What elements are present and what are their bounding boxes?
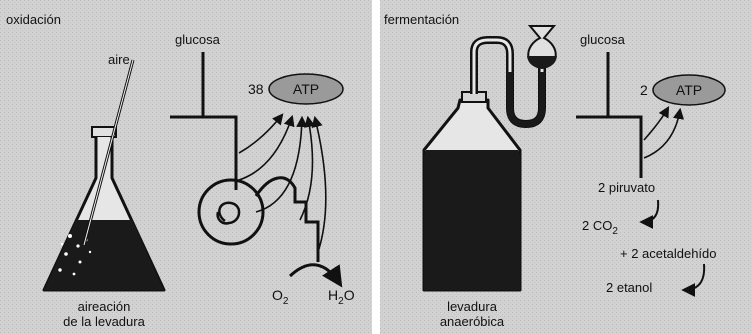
- ethanol-label: 2 etanol: [606, 280, 652, 295]
- bottle-liquid: [424, 150, 520, 290]
- water-label: H2O: [328, 287, 355, 307]
- fermentation-heading: fermentación: [384, 12, 459, 27]
- pyruvate-to-co2-arrow: [639, 199, 660, 229]
- atp-oval-right: [652, 74, 726, 106]
- atp-oval-left: [268, 73, 344, 105]
- glucose-label-right: glucosa: [580, 32, 626, 47]
- acetaldehyde-to-ethanol-arrow: [681, 263, 706, 297]
- atp-label-left: ATP: [293, 81, 319, 97]
- air-bubbles: [58, 234, 92, 276]
- airlock-liquid: [507, 72, 545, 128]
- fermentation-bottle: [422, 91, 522, 292]
- oxygen-label: O2: [272, 287, 289, 307]
- krebs-cycle: [197, 178, 265, 246]
- bottle-caption-line1: levadura: [447, 299, 498, 314]
- co2-label: 2 CO2: [582, 218, 618, 237]
- atp-arrows-right: [643, 106, 685, 159]
- electron-transport-chain: [254, 176, 320, 262]
- oxidation-pathway-line: [170, 52, 238, 190]
- glucose-label-left: glucosa: [175, 32, 221, 47]
- bottle-caption-line2: anaeróbica: [440, 314, 505, 329]
- flask-caption-line2: de la levadura: [63, 314, 145, 329]
- oxygen-to-water-arrow: [288, 263, 343, 288]
- oxidation-heading: oxidación: [6, 12, 61, 27]
- fermentation-pathway-line: [576, 52, 643, 178]
- fermentation-panel: fermentación levadura anaeróbica glucosa…: [380, 0, 752, 334]
- atp-count-right: 2: [640, 82, 648, 98]
- air-label: aire: [108, 52, 130, 67]
- pyruvate-label: 2 piruvato: [598, 180, 655, 195]
- atp-label-right: ATP: [676, 82, 702, 98]
- acetaldehyde-label: + 2 acetaldehído: [620, 246, 717, 261]
- flask-caption-line1: aireación: [78, 299, 131, 314]
- flask-liquid: [48, 220, 160, 282]
- aeration-flask: [42, 126, 166, 292]
- oxidation-panel: oxidación aire aireación de la levadura …: [0, 0, 372, 334]
- atp-count-left: 38: [248, 81, 264, 97]
